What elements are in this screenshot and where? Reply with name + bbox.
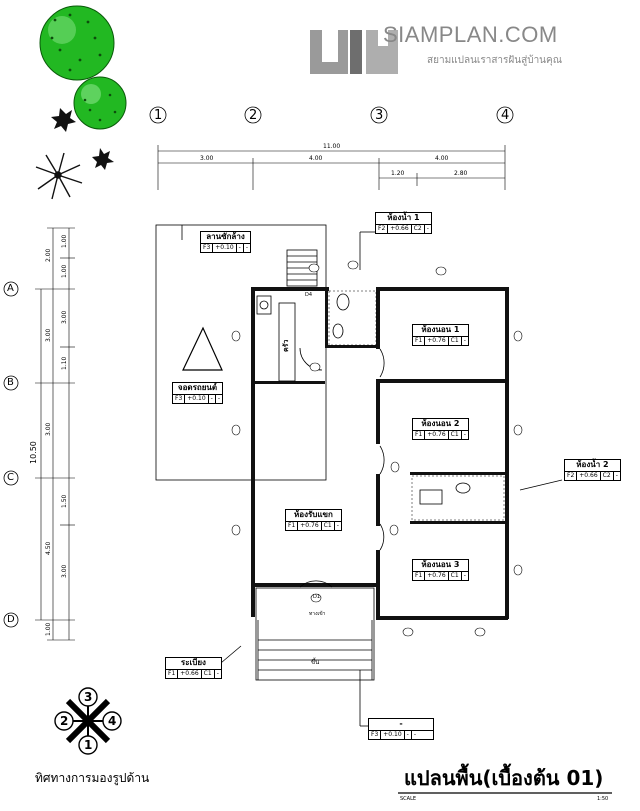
grid-col-2: 2 bbox=[249, 108, 258, 123]
dim-left-fine-1: 1.00 bbox=[61, 234, 68, 248]
window-tags bbox=[231, 260, 523, 637]
grid-col-1: 1 bbox=[154, 108, 163, 123]
dim-top-sub-2: 2.80 bbox=[454, 170, 468, 177]
dim-left-main-1: 3.00 bbox=[45, 328, 52, 342]
shrub-icon bbox=[51, 108, 114, 170]
brand-name: SIAMPLAN.COM bbox=[383, 22, 558, 47]
drawing-title: แปลนพื้น(เบื้องต้น 01) bbox=[404, 766, 604, 790]
dim-left-inner-1: 2.00 bbox=[45, 248, 52, 262]
dim-left-total: 10.50 bbox=[29, 441, 38, 464]
dim-left-inner-3: 1.50 bbox=[61, 494, 68, 508]
dim-left-main-2: 3.00 bbox=[45, 422, 52, 436]
compass-caption: ทิศทางการมองรูปด้าน bbox=[35, 771, 150, 785]
walls bbox=[251, 287, 509, 620]
bath1-fixtures bbox=[328, 290, 377, 346]
compass-num-bottom: 1 bbox=[84, 738, 93, 752]
compass-num-left: 2 bbox=[60, 714, 69, 728]
label-up: ขึ้น bbox=[311, 659, 320, 666]
room-tag-steps: - F3+0.10-- bbox=[368, 718, 434, 740]
grid-row-d: D bbox=[7, 614, 15, 625]
dim-top-seg-3: 4.00 bbox=[435, 155, 449, 162]
room-tag-kitchen: ครัว bbox=[282, 339, 290, 352]
dim-left-inner-4: 3.00 bbox=[61, 564, 68, 578]
parking-triangle bbox=[182, 326, 223, 371]
room-tag-parking: จอดรถยนต์ F3+0.10-- bbox=[172, 382, 224, 404]
grid-row-c: C bbox=[7, 472, 14, 483]
kitchen-fixtures bbox=[256, 295, 296, 382]
label-entry: ทางเข้า bbox=[309, 611, 326, 617]
compass-num-right: 4 bbox=[108, 714, 117, 728]
dim-top-sub-1: 1.20 bbox=[391, 170, 405, 177]
grid-col-4: 4 bbox=[501, 108, 510, 123]
top-dimensions bbox=[157, 145, 506, 190]
scale-label: SCALE bbox=[400, 796, 417, 802]
compass-num-top: 3 bbox=[84, 690, 93, 704]
dim-left-fine-2: 1.00 bbox=[61, 264, 68, 278]
dim-left-fine-4: 1.10 bbox=[61, 356, 68, 370]
dim-left-fine-5: 1.00 bbox=[45, 622, 52, 636]
dim-left-inner-2: 3.00 bbox=[61, 310, 68, 324]
dim-top-total: 11.00 bbox=[323, 143, 341, 150]
brand-tagline: สยามแปลนเราสารฝันสู่บ้านคุณ bbox=[427, 55, 562, 66]
dim-left-main-3: 4.50 bbox=[45, 541, 52, 555]
dim-top-seg-1: 3.00 bbox=[200, 155, 214, 162]
label-door-d1: D1 bbox=[313, 594, 321, 600]
grid-row-markers bbox=[3, 281, 19, 628]
left-dimensions bbox=[35, 227, 75, 641]
dim-top-seg-2: 4.00 bbox=[309, 155, 323, 162]
palm-icon bbox=[35, 152, 83, 200]
label-bath-small: D4 bbox=[305, 292, 313, 298]
tree-icon bbox=[39, 5, 127, 130]
grid-column-markers bbox=[149, 106, 514, 124]
scale-value: 1:50 bbox=[597, 796, 609, 802]
compass-rose bbox=[54, 687, 122, 755]
room-tag-laundry: ลานซักล้าง F3+0.10-- bbox=[200, 231, 252, 253]
bath2-fixtures bbox=[411, 475, 505, 521]
grid-row-b: B bbox=[7, 377, 14, 388]
grid-row-a: A bbox=[7, 283, 14, 294]
siamplan-logo bbox=[310, 30, 398, 74]
grid-col-3: 3 bbox=[375, 108, 384, 123]
